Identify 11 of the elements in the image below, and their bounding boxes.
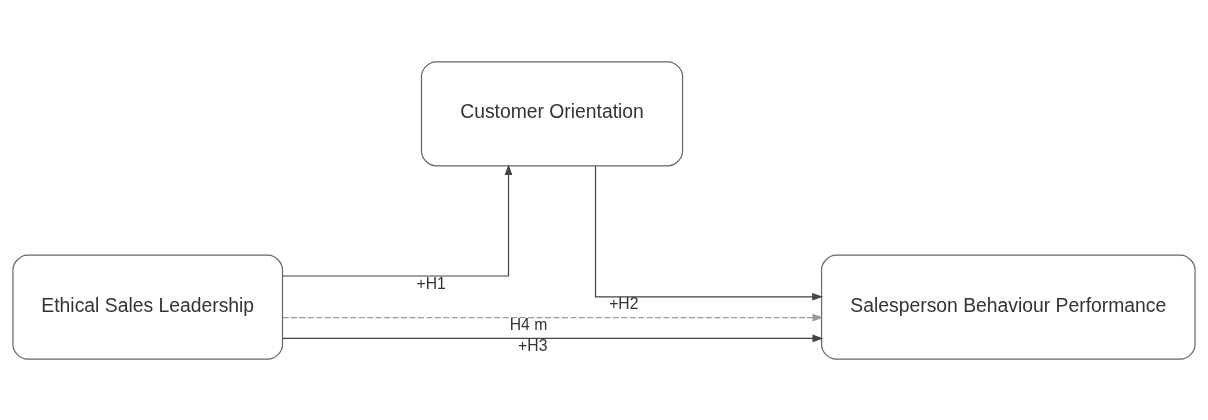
edge-label: +H2 [609,294,639,312]
arrow [594,165,824,301]
node-box: Customer Orientation [420,60,684,166]
edge-label: H4 m [509,315,548,333]
arrow [281,163,513,277]
arrow [282,313,824,321]
node-box: Salesperson Behaviour Performance [820,254,1196,360]
node-box: Ethical Sales Leadership [12,254,284,360]
edge-label: +H3 [518,336,548,354]
edge-label: +H1 [416,274,446,292]
arrow [282,334,824,342]
